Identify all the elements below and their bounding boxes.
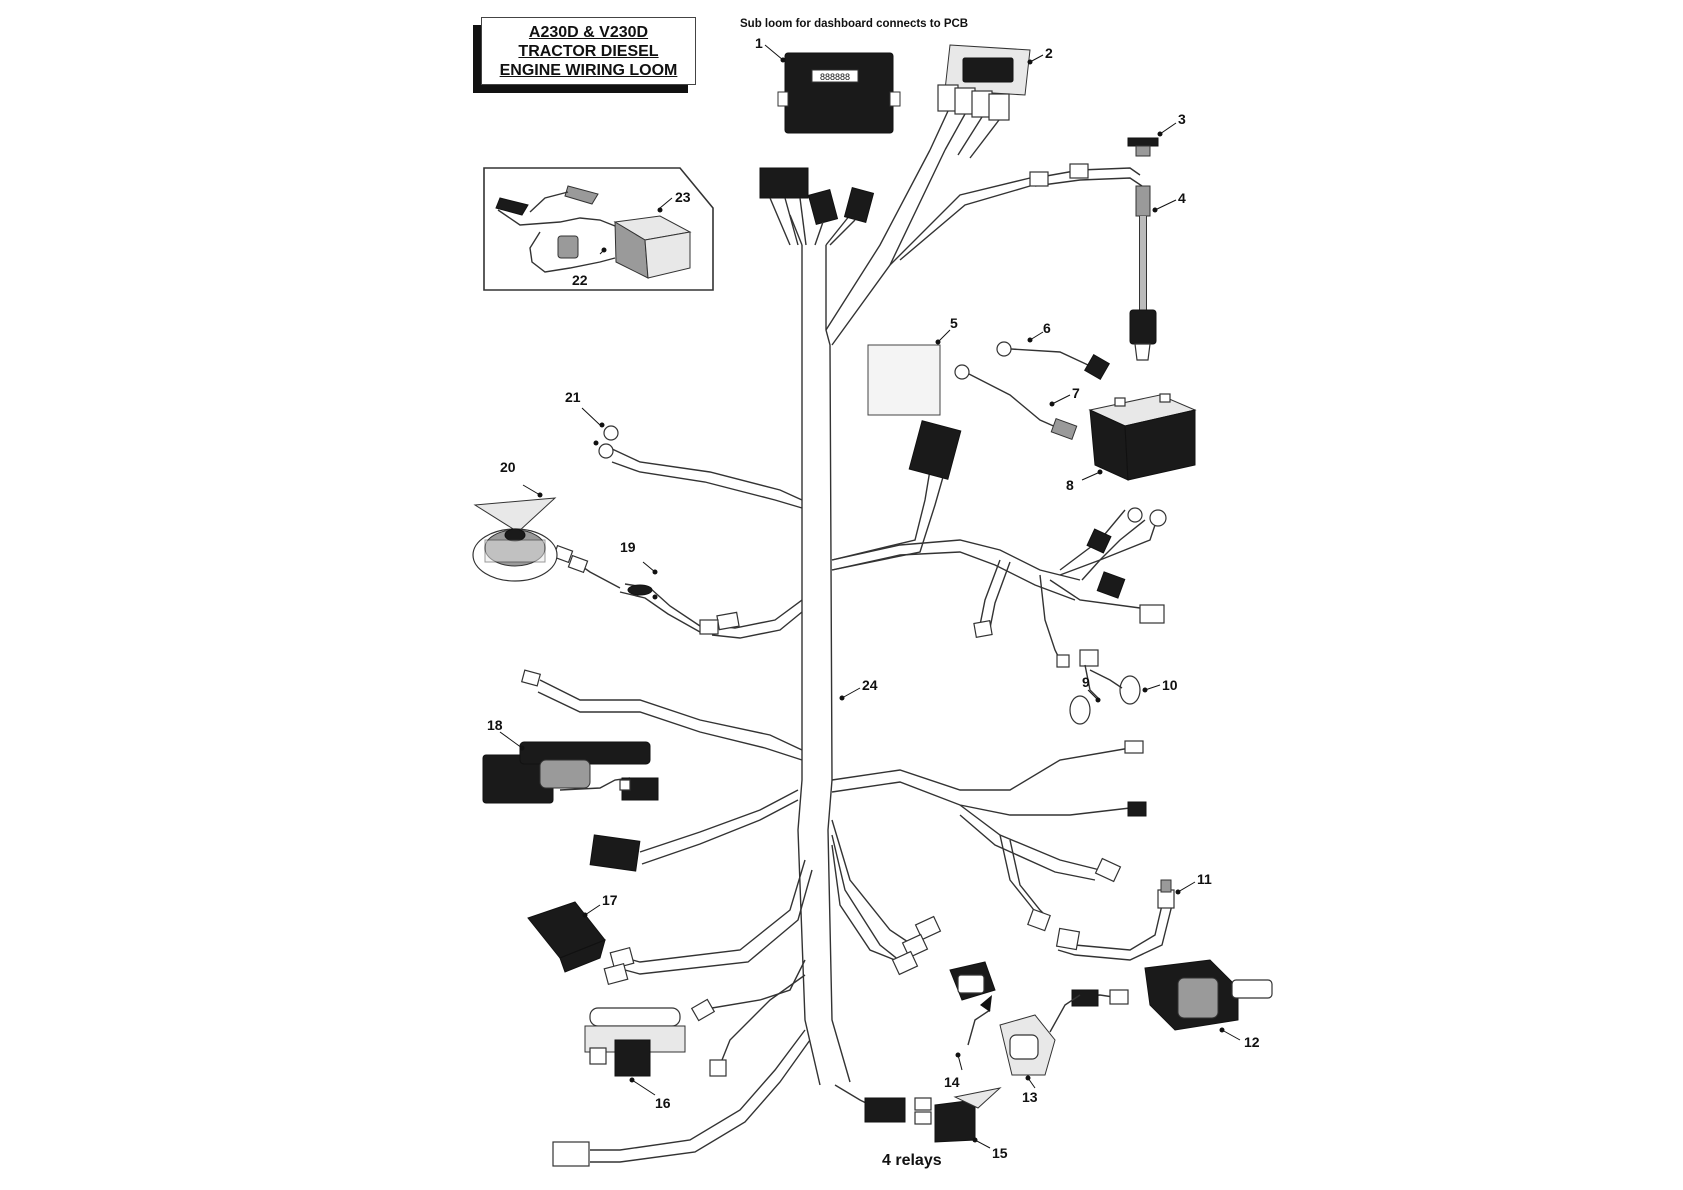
branch-upper-right	[831, 507, 1167, 725]
callout-18: 18	[487, 717, 503, 733]
part-13-14-sockets	[949, 961, 1081, 1076]
callout-5: 5	[950, 315, 958, 331]
callout-15: 15	[992, 1145, 1008, 1161]
branch-to-18-top	[520, 669, 803, 761]
branch-to-17	[527, 859, 813, 986]
ring-terminal-21b	[598, 443, 614, 459]
part-5-module-box	[867, 344, 941, 416]
part-12-power-socket	[1071, 959, 1273, 1031]
callout-4: 4	[1178, 190, 1186, 206]
part-20-pto-switch	[472, 497, 558, 582]
callout-21: 21	[565, 389, 581, 405]
callout-19: 19	[620, 539, 636, 555]
title-line-3: ENGINE WIRING LOOM	[499, 61, 678, 79]
branch-to-21	[598, 425, 803, 509]
callout-12: 12	[1244, 1034, 1260, 1050]
branch-lower-right	[831, 740, 1175, 961]
inset-battery-charger: 22 23	[483, 167, 714, 291]
part-2-dashboard-connector	[929, 44, 1031, 159]
callout-13: 13	[1022, 1089, 1038, 1105]
callout-11: 11	[1197, 871, 1212, 887]
diagram-title-block: A230D & V230D TRACTOR DIESEL ENGINE WIRI…	[481, 17, 696, 85]
callout-3: 3	[1178, 111, 1186, 127]
part-6-battery-lead	[996, 341, 1110, 380]
part-8-battery	[1088, 393, 1197, 481]
callout-9: 9	[1082, 674, 1090, 690]
callout-1: 1	[755, 35, 763, 51]
branch-lower-center	[831, 819, 942, 976]
part-18-actuator	[482, 741, 659, 804]
callout-24: 24	[862, 677, 878, 693]
subtitle-dashboard-subloom: Sub loom for dashboard connects to PCB	[740, 18, 969, 30]
callout-16: 16	[655, 1095, 671, 1111]
callout-22: 22	[572, 272, 588, 288]
callout-14: 14	[944, 1074, 960, 1090]
inline-fuse-19	[627, 584, 653, 596]
part-7-battery-lead	[954, 364, 1078, 440]
title-line-1: A230D & V230D	[528, 23, 649, 41]
callout-17: 17	[602, 892, 618, 908]
callout-6: 6	[1043, 320, 1051, 336]
part-15-relays	[834, 1084, 1002, 1143]
callout-8: 8	[1066, 477, 1074, 493]
callout-2: 2	[1045, 45, 1053, 61]
top-connector-cluster	[759, 167, 875, 246]
title-line-2: TRACTOR DIESEL	[518, 42, 659, 60]
part-1-dashboard-display: 888888	[777, 52, 901, 134]
part-3-4-dipstick-sender	[1029, 137, 1159, 361]
callout-labels: 1 2 3 4 5 6 7 8 9 10	[487, 35, 1260, 1169]
relay-note: 4 relays	[882, 1152, 942, 1169]
branch-to-19	[552, 544, 803, 639]
callout-23: 23	[675, 189, 691, 205]
part-11-sender	[1157, 889, 1175, 909]
callout-10: 10	[1162, 677, 1178, 693]
callout-20: 20	[500, 459, 516, 475]
branch-to-black-connector	[589, 789, 799, 872]
callout-7: 7	[1072, 385, 1080, 401]
ring-terminal-21a	[603, 425, 619, 441]
branch-bottom-left	[552, 1029, 811, 1167]
branch-to-mid-connector	[831, 420, 962, 571]
branch-to-16	[584, 959, 806, 1077]
display-readout: 888888	[820, 72, 850, 82]
